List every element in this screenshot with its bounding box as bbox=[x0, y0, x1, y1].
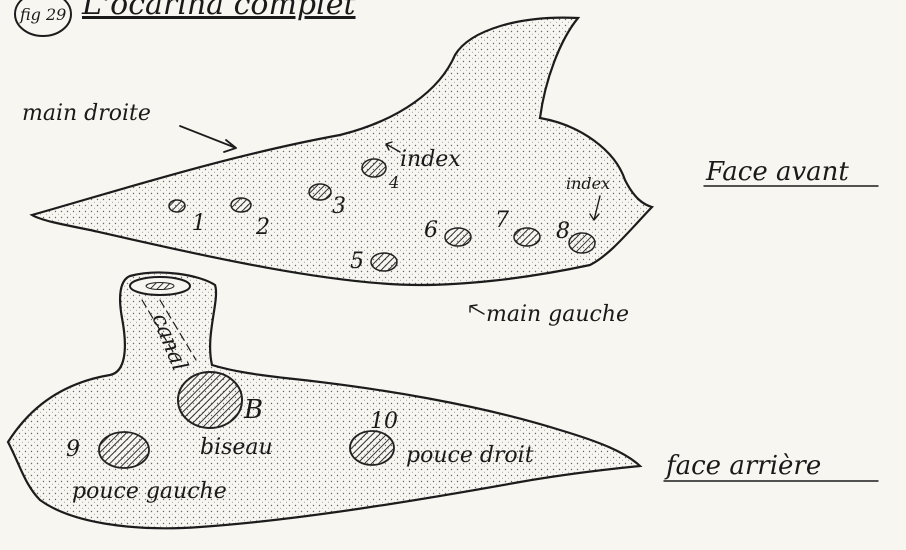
back-hole-9 bbox=[99, 432, 149, 468]
front-hole-number-3: 3 bbox=[332, 194, 346, 219]
front-hole-number-4: 4 bbox=[388, 173, 399, 192]
front-hole-2 bbox=[231, 198, 251, 212]
label-index-right: index bbox=[566, 174, 610, 193]
label-main-droite: main droite bbox=[22, 101, 151, 126]
back-hole-10 bbox=[350, 431, 394, 465]
label-index-top: index bbox=[400, 147, 461, 172]
front-hole-7 bbox=[514, 228, 540, 246]
back-hole-letter-b: B bbox=[243, 395, 263, 425]
biseau-opening bbox=[178, 372, 242, 428]
label-main-gauche: main gauche bbox=[486, 302, 629, 327]
figure-header: fig 29 L'ocarina complet bbox=[15, 0, 356, 36]
front-hole-4 bbox=[362, 159, 386, 177]
figure-title: L'ocarina complet bbox=[81, 0, 356, 22]
front-hole-number-8: 8 bbox=[556, 219, 570, 244]
figure-number: fig 29 bbox=[19, 5, 66, 24]
label-pouce-droit: pouce droit bbox=[406, 443, 534, 468]
label-pouce-gauche: pouce gauche bbox=[72, 479, 227, 504]
back-view: canal B biseau 9 10 pouce droit pouce ga… bbox=[8, 273, 878, 529]
front-hole-6 bbox=[445, 228, 471, 246]
back-hole-number-9: 9 bbox=[66, 437, 80, 462]
ocarina-front-body bbox=[32, 18, 652, 285]
label-face-arriere: face arrière bbox=[664, 451, 821, 481]
front-hole-5 bbox=[371, 253, 397, 271]
back-hole-number-10: 10 bbox=[370, 409, 398, 434]
front-hole-3 bbox=[309, 184, 331, 200]
front-hole-number-2: 2 bbox=[255, 215, 270, 240]
front-hole-number-7: 7 bbox=[495, 208, 509, 233]
windway-slot bbox=[146, 283, 174, 290]
label-biseau: biseau bbox=[200, 435, 273, 460]
front-hole-number-6: 6 bbox=[424, 218, 438, 243]
front-hole-8 bbox=[569, 233, 595, 253]
front-hole-1 bbox=[169, 200, 185, 212]
arrow-main-gauche bbox=[470, 305, 484, 314]
front-hole-number-1: 1 bbox=[192, 211, 206, 236]
front-hole-number-5: 5 bbox=[350, 249, 364, 274]
arrow-main-droite bbox=[180, 126, 236, 152]
label-face-avant: Face avant bbox=[705, 157, 849, 187]
